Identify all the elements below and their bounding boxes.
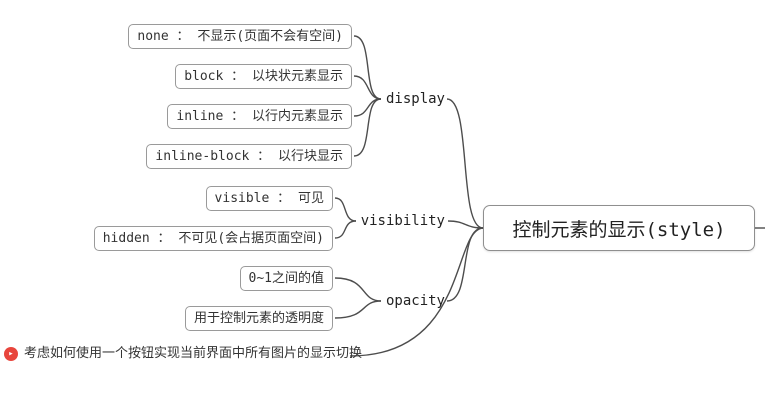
leaf-visibility-hidden[interactable]: hidden ： 不可见(会占据页面空间) <box>93 226 333 251</box>
connector-root-opacity <box>446 227 484 302</box>
connector-root-note <box>349 227 484 357</box>
connector-display-none <box>353 35 382 100</box>
connector-display-block <box>353 75 382 100</box>
branch-opacity[interactable]: opacity <box>385 293 445 309</box>
connector-opacity-usage <box>334 300 382 319</box>
connector-visibility-visible <box>334 197 357 222</box>
connector-display-inline <box>353 98 382 117</box>
leaf-display-inline-block[interactable]: inline-block ： 以行块显示 <box>146 144 352 169</box>
connector-root-visibility <box>447 220 484 229</box>
connector-visibility-hidden <box>334 220 357 239</box>
connector-root-display <box>446 98 484 229</box>
leaf-visibility-visible[interactable]: visible ： 可见 <box>205 186 333 211</box>
leaf-display-block[interactable]: block ： 以块状元素显示 <box>175 64 352 89</box>
root-topic[interactable]: 控制元素的显示(style) <box>483 205 755 251</box>
leaf-display-inline[interactable]: inline ： 以行内元素显示 <box>167 104 352 129</box>
note-label: 考虑如何使用一个按钮实现当前界面中所有图片的显示切换 <box>24 346 363 361</box>
branch-visibility[interactable]: visibility <box>360 213 445 229</box>
leaf-opacity-usage[interactable]: 用于控制元素的透明度 <box>184 306 333 331</box>
branch-display[interactable]: display <box>385 91 445 107</box>
leaf-display-none[interactable]: none ： 不显示(页面不会有空间) <box>128 24 352 49</box>
connector-display-inlineblock <box>353 98 382 157</box>
connector-opacity-value <box>334 277 382 302</box>
task-start-icon: ▸ <box>4 347 18 361</box>
note-topic[interactable]: ▸ 考虑如何使用一个按钮实现当前界面中所有图片的显示切换 <box>4 345 362 363</box>
leaf-opacity-value[interactable]: 0~1之间的值 <box>239 266 333 291</box>
